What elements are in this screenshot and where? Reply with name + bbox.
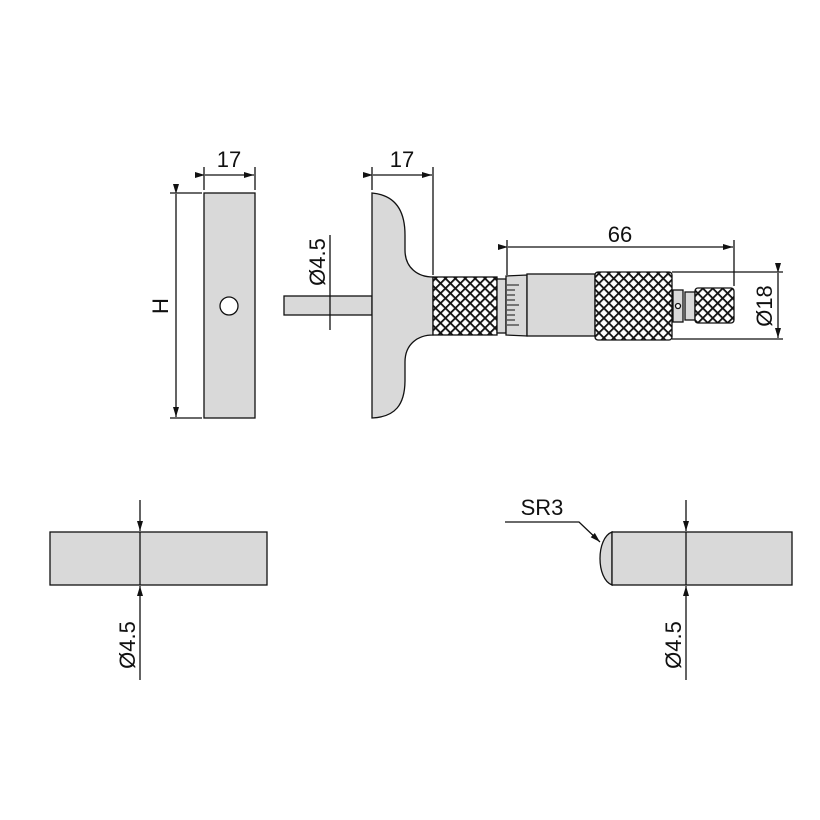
dim-base-width-left: 17 xyxy=(217,147,241,172)
dim-height: H xyxy=(148,298,173,314)
ratchet-stop xyxy=(694,287,735,324)
flat-rod xyxy=(49,531,268,586)
dim-thimble-diameter: Ø18 xyxy=(752,285,777,327)
knurled-sleeve xyxy=(432,276,498,336)
thimble xyxy=(526,273,596,337)
base-front-view xyxy=(371,192,434,419)
dim-length: 66 xyxy=(608,222,632,247)
dim-rod-diameter-spherical: Ø4.5 xyxy=(661,621,686,669)
measuring-rod xyxy=(283,295,373,316)
dim-base-width-right: 17 xyxy=(390,147,414,172)
base-side-view xyxy=(170,167,256,419)
dim-rod-diameter-flat: Ø4.5 xyxy=(115,621,140,669)
dim-sphere-radius: SR3 xyxy=(521,495,564,520)
dim-rod-diameter-top: Ø4.5 xyxy=(305,238,330,286)
hole-icon xyxy=(219,296,239,316)
knurled-thimble xyxy=(594,271,673,341)
spherical-rod xyxy=(611,531,793,586)
spherical-tip xyxy=(599,531,613,586)
